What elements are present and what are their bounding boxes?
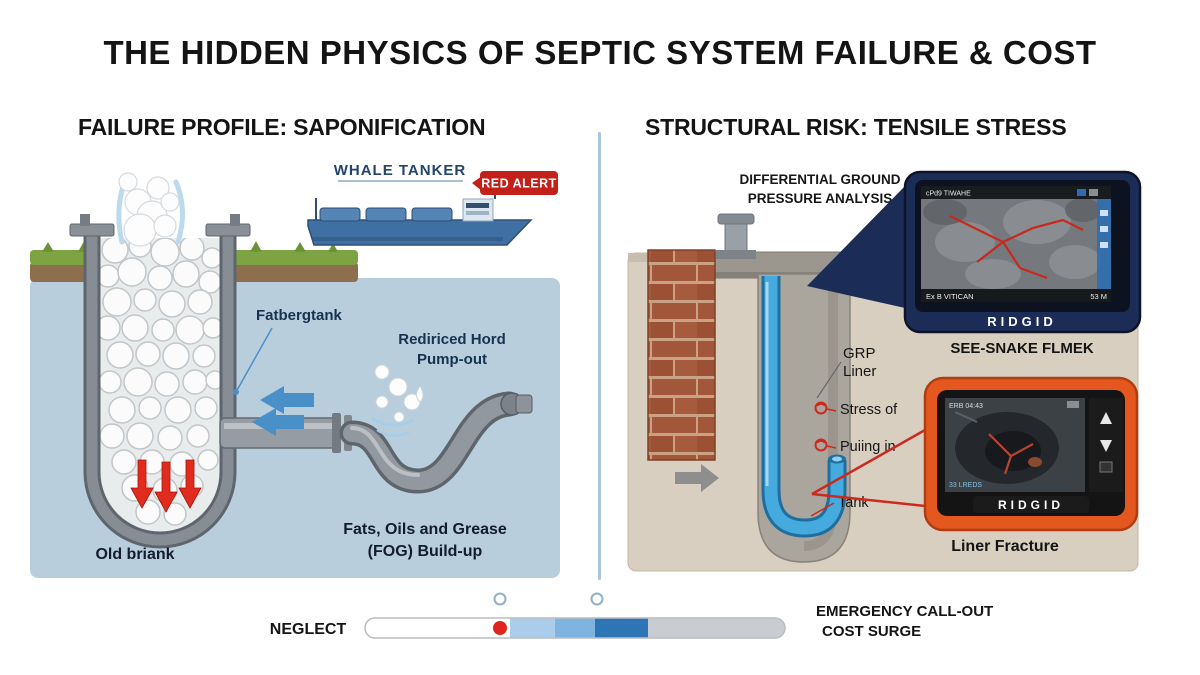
tanker-ship <box>307 190 533 246</box>
right-illustration: DIFFERENTIAL GROUND PRESSURE ANALYSIS <box>627 170 1142 572</box>
neglect-label: NEGLECT <box>270 621 347 638</box>
septic-tank <box>69 214 251 549</box>
seesnake-caption: SEE-SNAKE FLMEK <box>950 340 1094 357</box>
analysis-label-line1: DIFFERENTIAL GROUND <box>740 172 901 187</box>
emergency-label-line2: COST SURGE <box>822 623 921 640</box>
seesnake-monitor-bottom: ERB 04:43 33 LREDS RIDGID <box>923 376 1139 532</box>
up-button-icon <box>1100 412 1112 424</box>
fog-label-line2: (FOG) Build-up <box>368 543 483 560</box>
drain-pipe <box>761 276 847 538</box>
right-panel-heading: STRUCTURAL RISK: TENSILE STRESS <box>645 114 1067 140</box>
fog-label-line1: Fats, Oils and Grease <box>343 521 507 538</box>
overflow-splash <box>116 172 185 247</box>
grp-label-line2: Liner <box>843 363 876 380</box>
fatberg-mass <box>100 238 220 526</box>
pumpout-label-line1: Rediriced Hord <box>398 331 506 348</box>
vent-pipe <box>716 213 756 259</box>
pressure-arrows <box>130 459 202 513</box>
stress-label: Stress of <box>840 402 898 418</box>
pumpout-label-line2: Pump-out <box>417 351 487 368</box>
hud-bottom-right: 53 M <box>1090 292 1107 301</box>
grp-label-line1: GRP <box>843 345 876 362</box>
analysis-label-line2: PRESSURE ANALYSIS <box>748 191 893 206</box>
scale-track <box>365 618 785 638</box>
grp-leader-line <box>816 361 842 399</box>
old-tank-label: Old briank <box>95 546 174 563</box>
scale-track-outline <box>364 617 786 639</box>
milestone-dot-2 <box>590 592 604 606</box>
left-panel-heading: FAILURE PROFILE: SAPONIFICATION <box>78 114 486 140</box>
bottom-callout-lines <box>811 428 926 508</box>
brick-pillar <box>647 249 716 461</box>
ridgid-logo-bottom: RIDGID <box>998 498 1064 512</box>
ground-pressure-arrow <box>675 464 719 492</box>
red-alert-badge: RED ALERT <box>472 171 558 195</box>
stress-markers <box>810 401 837 517</box>
red-alert-text: RED ALERT <box>481 177 557 191</box>
backflow-arrows <box>252 386 314 436</box>
hud2-bottom-left: 33 LREDS <box>949 482 982 489</box>
cost-scale: NEGLECT EMERGENCY CALL-OUT COST SURGE <box>270 592 993 640</box>
pulling-label: Puiing in <box>840 439 896 455</box>
fatberg-label: Fatbergtank <box>256 307 343 324</box>
crack-overlay <box>949 215 1084 280</box>
hud2-top-left: ERB 04:43 <box>949 403 983 410</box>
top-callout-wedge <box>807 186 905 308</box>
left-illustration: WHALE TANKER RED ALERT <box>30 162 560 578</box>
hud-bottom-left: Ex B VITICAN <box>926 292 974 301</box>
liner-fracture-caption: Liner Fracture <box>951 538 1059 555</box>
panel-divider <box>598 132 601 580</box>
fatberg-callout-line <box>233 327 273 395</box>
seesnake-monitor-top: cPd9 TIWAHE Ex B VITICAN 53 M RIDGID <box>903 170 1142 334</box>
pumpout-splash <box>371 364 424 437</box>
hud-top-left: cPd9 TIWAHE <box>926 191 971 198</box>
concrete-chamber <box>757 273 851 563</box>
select-button <box>1099 461 1113 473</box>
ship-label: WHALE TANKER <box>334 162 467 179</box>
current-position-dot <box>493 621 507 635</box>
page-title: THE HIDDEN PHYSICS OF SEPTIC SYSTEM FAIL… <box>103 34 1097 71</box>
down-button-icon <box>1100 440 1112 452</box>
ridgid-logo-top: RIDGID <box>987 314 1057 329</box>
emergency-label-line1: EMERGENCY CALL-OUT <box>816 603 993 620</box>
milestone-dot-1 <box>493 592 507 606</box>
